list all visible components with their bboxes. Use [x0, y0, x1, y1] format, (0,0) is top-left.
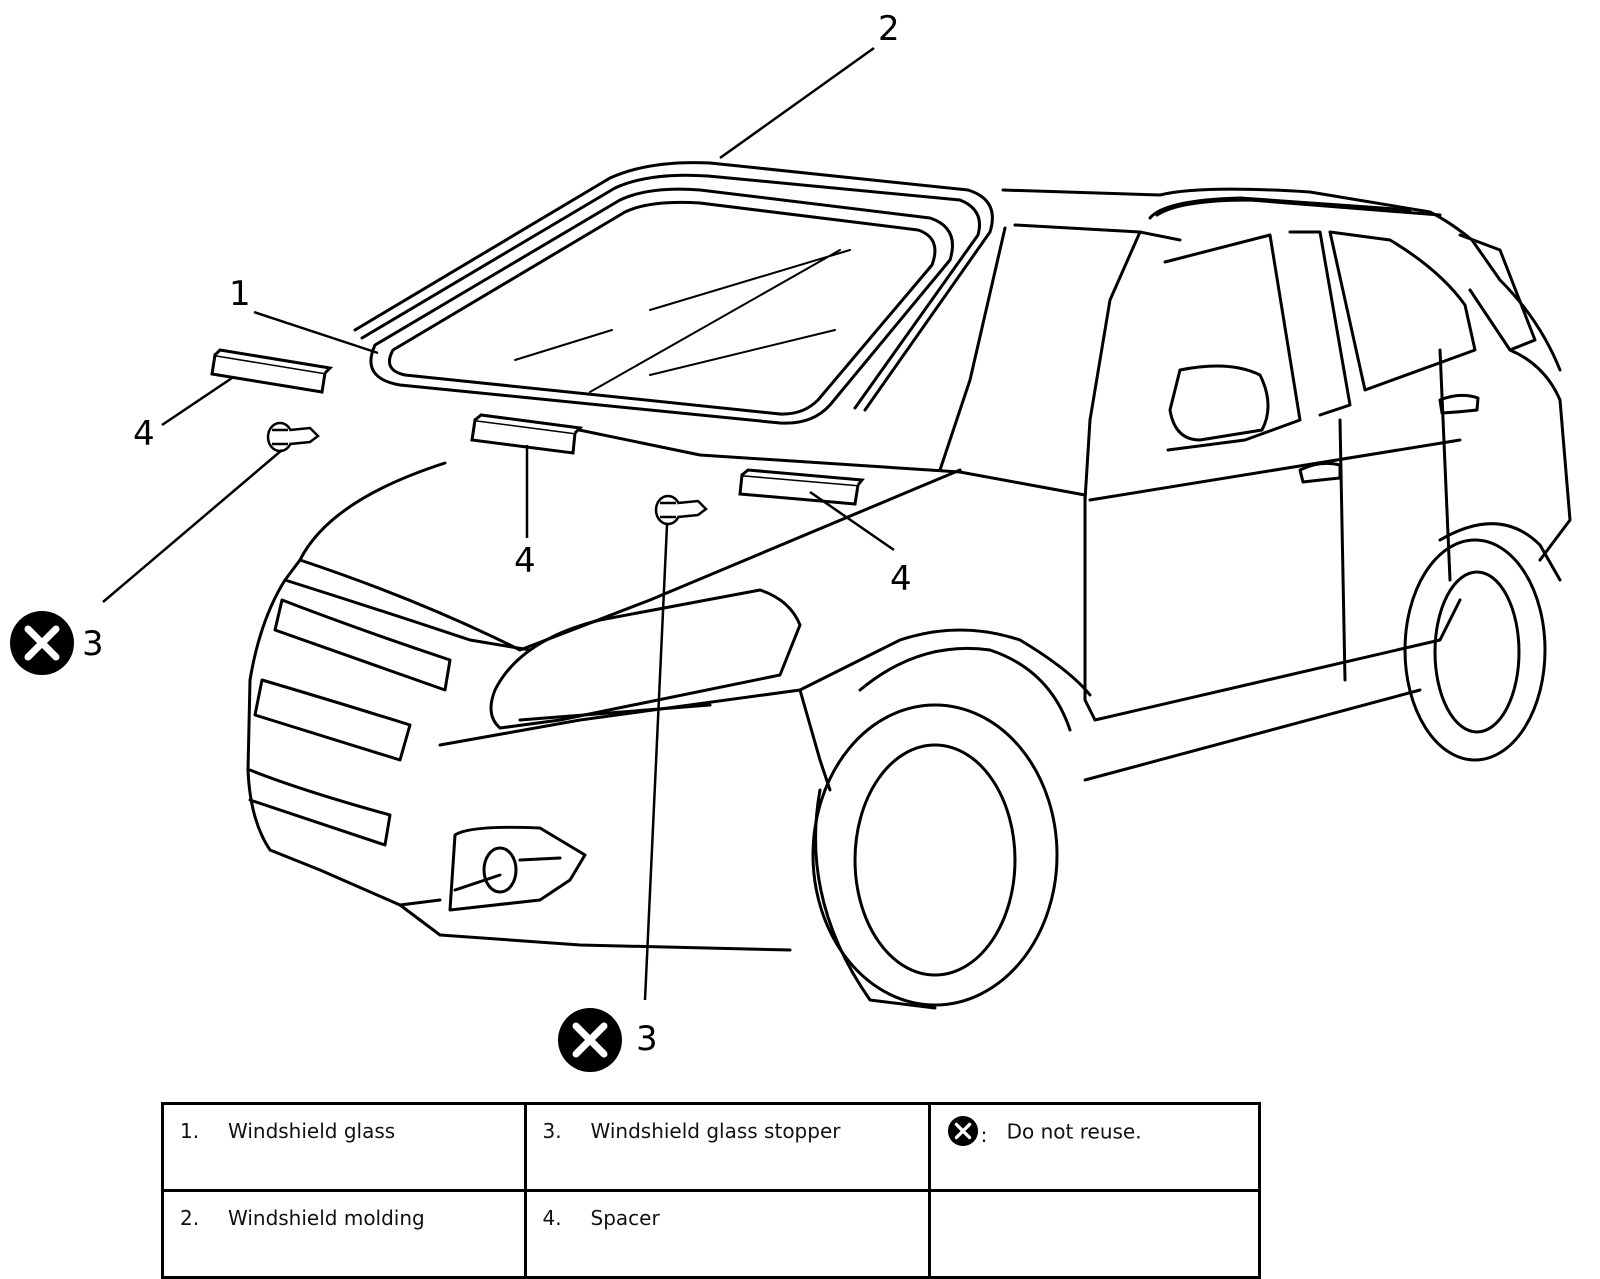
legend-number: 2.: [180, 1206, 200, 1230]
callout-4-right: 4: [890, 559, 912, 599]
legend-row: 1. Windshield glass 3. Windshield glass st…: [161, 1102, 1262, 1192]
windshield-diagram: 1 2 3 3 4 4 4: [0, 9, 1572, 1080]
legend-label: Windshield glass stopper: [590, 1119, 841, 1143]
legend-label: Windshield molding: [228, 1206, 425, 1230]
callout-3-left: 3: [82, 624, 104, 664]
do-not-reuse-icon: [946, 1115, 979, 1147]
legend-cell: 1. Windshield glass: [161, 1102, 527, 1192]
legend-label: Windshield glass: [228, 1119, 396, 1143]
legend-table: 1. Windshield glass 3. Windshield glass st…: [161, 1102, 1262, 1279]
callout-4-left: 4: [133, 414, 155, 454]
windshield-glass: [369, 187, 954, 425]
legend-cell: 2. Windshield molding: [161, 1189, 527, 1279]
spacers: [210, 348, 865, 506]
stopper-right: [654, 494, 708, 526]
spacer-right: [738, 468, 865, 506]
legend-number: 4.: [542, 1206, 562, 1230]
legend-cell-empty: [927, 1189, 1262, 1279]
do-not-reuse-icon-left: [10, 611, 74, 675]
stoppers: [266, 421, 708, 526]
legend-cell: 4. Spacer: [523, 1189, 931, 1279]
legend-colon: :: [980, 1123, 988, 1147]
legend-cell: 3. Windshield glass stopper: [523, 1102, 931, 1192]
legend-label: Do not reuse.: [1006, 1119, 1142, 1144]
rear-wheel: [1403, 538, 1547, 762]
legend-number: 3.: [542, 1119, 562, 1143]
vehicle-drawing: [246, 161, 1572, 1010]
callout-3-bottom: 3: [636, 1019, 658, 1059]
legend-number: 1.: [180, 1119, 200, 1143]
windshield-molding: [353, 161, 994, 412]
do-not-reuse-icon-bottom: [558, 1008, 622, 1072]
legend-row: 2. Windshield molding 4. Spacer: [161, 1189, 1262, 1279]
leader-lines: [102, 46, 895, 1001]
callout-1: 1: [229, 274, 251, 314]
stopper-left: [266, 421, 320, 453]
legend-cell: : Do not reuse.: [927, 1102, 1262, 1192]
callout-4-center: 4: [514, 541, 536, 581]
legend-label: Spacer: [590, 1206, 660, 1230]
callout-2: 2: [878, 9, 900, 49]
spacer-center: [470, 413, 584, 455]
front-wheel: [811, 703, 1059, 1007]
spacer-left: [210, 348, 334, 394]
